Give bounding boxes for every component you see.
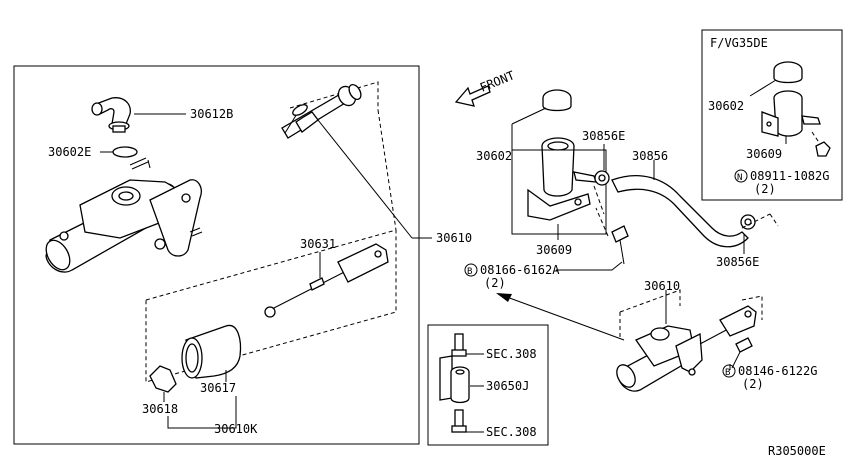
- label-30856e-top: 30856E: [582, 129, 625, 143]
- label-30610-right: 30610: [644, 279, 680, 293]
- bolt-08166: [611, 225, 629, 265]
- dash-bolt-08166: [595, 207, 609, 237]
- leader-30602-a: [511, 107, 547, 125]
- label-30602e: 30602E: [48, 145, 91, 159]
- label-sec308-top: SEC.308: [486, 347, 537, 361]
- clip-30618: [149, 365, 177, 393]
- leader-30610-main: [317, 119, 413, 239]
- label-30612b: 30612B: [190, 107, 233, 121]
- leader-inset-30602: [749, 79, 777, 97]
- dash-clamp-top: [593, 185, 605, 215]
- label-08911: 08911-1082G: [750, 169, 829, 183]
- marker-b-08146: [722, 364, 736, 378]
- elbow-30612b: [91, 97, 131, 133]
- front-arrow-icon: [454, 85, 491, 107]
- bushing-30650j: [439, 355, 470, 404]
- arrow-line: [503, 295, 625, 341]
- push-rod-top: [281, 83, 362, 139]
- label-30856e-bottom: 30856E: [716, 255, 759, 269]
- dashed-box-top: [289, 81, 379, 110]
- hose-30856: [611, 175, 749, 248]
- master-cylinder-left: [45, 157, 203, 273]
- label-30617: 30617: [200, 381, 236, 395]
- sec308-stud-bottom: [451, 409, 467, 433]
- label-08166-qty: (2): [484, 276, 506, 290]
- dashed-box-side: [377, 109, 397, 231]
- dash-right-rod: [741, 295, 763, 320]
- dash-clamp-bottom-b: [769, 213, 779, 227]
- label-30609: 30609: [536, 243, 572, 257]
- label-sec308-bottom: SEC.308: [486, 425, 537, 439]
- dash-clamp-bottom-a: [741, 213, 771, 229]
- label-30618: 30618: [142, 402, 178, 416]
- nut-08911: [815, 141, 831, 157]
- cap-30602: [542, 89, 572, 112]
- leader-30610k: [167, 396, 237, 429]
- master-cylinder-right: [616, 305, 757, 392]
- label-inset-30602: 30602: [708, 99, 744, 113]
- reservoir-30609: [527, 137, 597, 221]
- marker-b-08166: [464, 263, 478, 277]
- doc-id: R305000E: [768, 444, 826, 458]
- label-inset-30609: 30609: [746, 147, 782, 161]
- label-30650j: 30650J: [486, 379, 529, 393]
- inset-reservoir: [761, 90, 821, 137]
- inset-cap: [773, 61, 803, 84]
- label-30610k: 30610K: [214, 422, 258, 436]
- inset-label: F/VG35DE: [710, 36, 768, 50]
- sec308-stud-top: [451, 333, 467, 357]
- leader-08166: [556, 261, 623, 271]
- label-30602: 30602: [476, 149, 512, 163]
- boot-30617: [181, 324, 242, 379]
- clamp-30856e-top: [594, 170, 610, 186]
- label-30631: 30631: [300, 237, 336, 251]
- main-frame: [13, 65, 420, 445]
- dash-inset-nut: [811, 131, 821, 145]
- label-30610-main: 30610: [436, 231, 472, 245]
- label-08146-qty: (2): [742, 377, 764, 391]
- arrow-head-icon: [496, 293, 512, 302]
- sec308-frame: [427, 324, 549, 446]
- label-30856: 30856: [632, 149, 668, 163]
- marker-b-08166-text: B: [467, 267, 472, 277]
- marker-n-08911: [734, 169, 748, 183]
- front-label: FRONT: [478, 68, 517, 95]
- marker-n-08911-text: N: [737, 173, 742, 183]
- dash-right-top: [619, 289, 681, 313]
- label-08166: 08166-6162A: [480, 263, 560, 277]
- reservoir-box: [511, 149, 607, 235]
- bolt-08146: [731, 337, 753, 369]
- label-08146: 08146-6122G: [738, 364, 817, 378]
- inset-frame: [701, 29, 843, 201]
- marker-b-08146-text: B: [725, 368, 730, 378]
- oring-30602e: [112, 146, 138, 158]
- label-08911-qty: (2): [754, 182, 776, 196]
- push-rod-30631: [264, 243, 389, 318]
